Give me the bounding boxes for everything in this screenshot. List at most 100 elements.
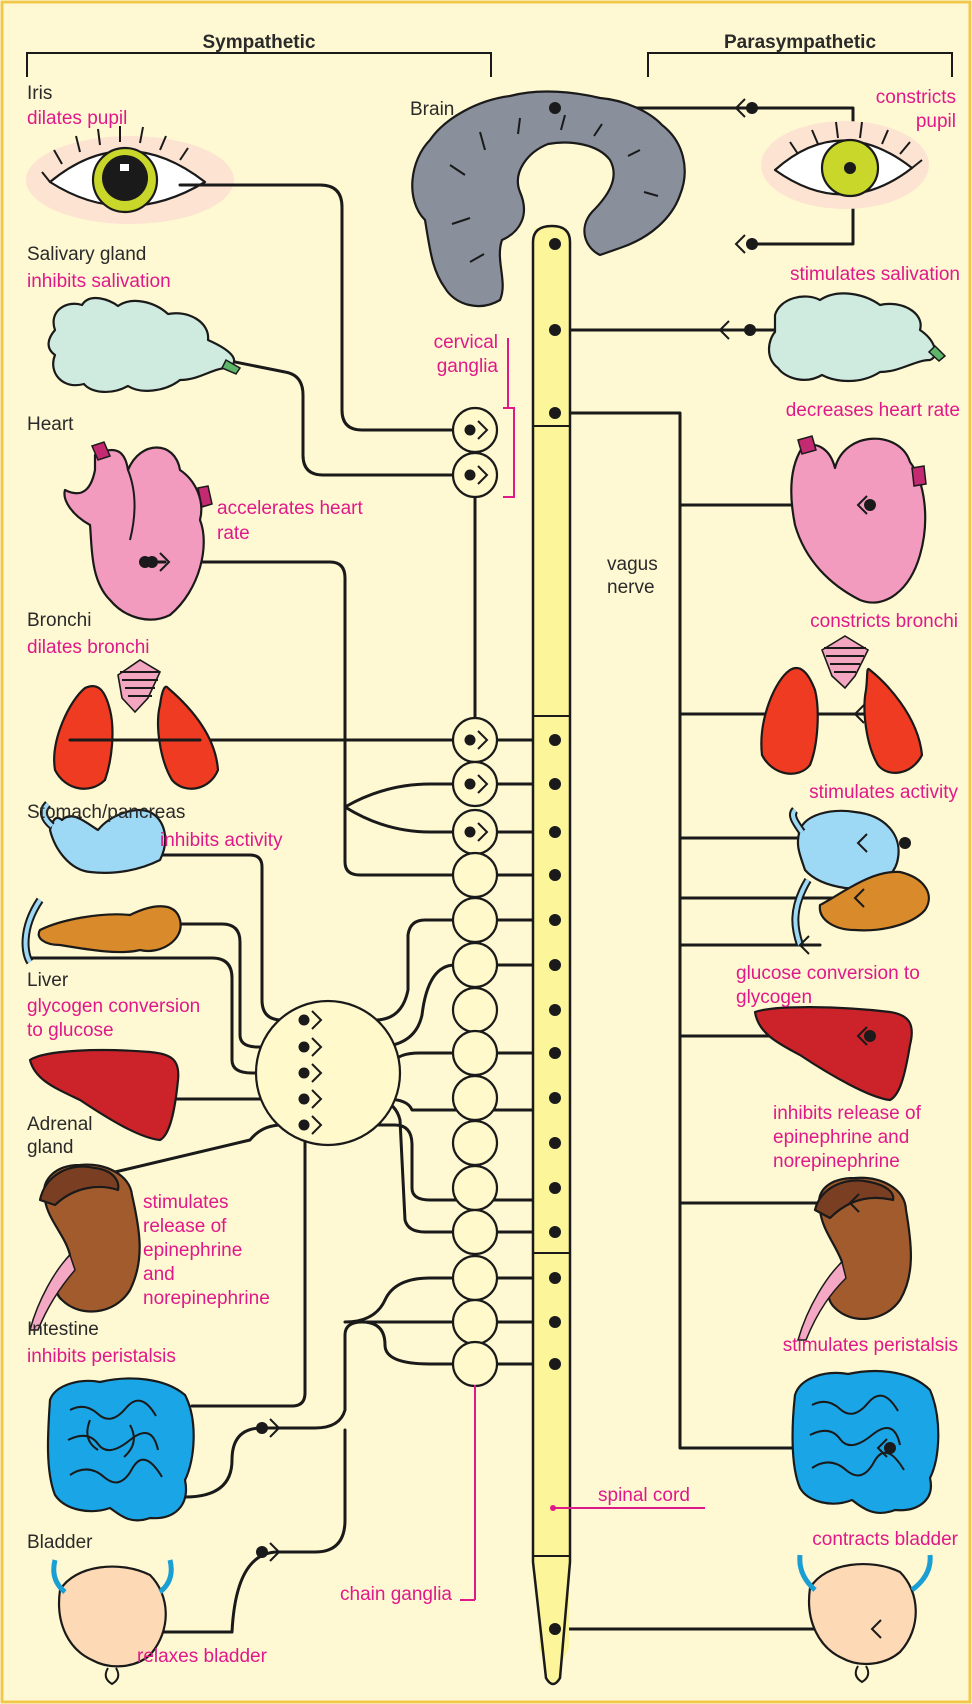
synapse-dot	[549, 826, 561, 838]
synapse-dot	[549, 1623, 561, 1635]
adrenal-effect-label-1: stimulates	[143, 1192, 229, 1213]
salivary-effect-label: inhibits salivation	[27, 271, 171, 292]
synapse-dot	[746, 238, 758, 250]
p-bladder-effect: contracts bladder	[812, 1529, 958, 1550]
iris-organ-label: Iris	[27, 83, 52, 104]
chain-ganglion	[453, 943, 497, 987]
chain-ganglia-label: chain ganglia	[340, 1584, 452, 1605]
chain-ganglion	[453, 1210, 497, 1254]
stomach-effect-label: inhibits activity	[160, 830, 283, 851]
iris-effect-label: dilates pupil	[27, 108, 127, 129]
parasympathetic-title: Parasympathetic	[724, 32, 877, 53]
liver-organ-label: Liver	[27, 970, 69, 991]
synapse-dot	[549, 1358, 561, 1370]
ganglion-synapse-dot	[465, 827, 476, 838]
cervical-ganglia-label-2: ganglia	[437, 356, 499, 377]
heart-effect-label-2: rate	[217, 523, 250, 544]
synapse-dot	[256, 1546, 268, 1558]
chain-ganglion	[453, 988, 497, 1032]
adrenal-organ-label-1: Adrenal	[27, 1114, 93, 1135]
p-intestine-effect: stimulates peristalsis	[783, 1335, 958, 1356]
synapse-dot	[549, 407, 561, 419]
synapse-dot	[549, 778, 561, 790]
synapse-dot	[899, 837, 911, 849]
synapse-dot	[549, 1182, 561, 1194]
synapse-dot	[549, 1272, 561, 1284]
p-adrenal-effect-2: epinephrine and	[773, 1127, 909, 1148]
salivary-organ-label: Salivary gland	[27, 244, 146, 265]
p-adrenal-effect-3: norepinephrine	[773, 1151, 900, 1172]
sympathetic-title: Sympathetic	[203, 32, 316, 53]
adrenal-effect-label-4: and	[143, 1264, 175, 1285]
chain-ganglion	[453, 1256, 497, 1300]
synapse-dot	[256, 1422, 268, 1434]
synapse-dot	[864, 499, 876, 511]
p-adrenal-effect-1: inhibits release of	[773, 1103, 922, 1124]
intestine-illustration	[48, 1378, 194, 1520]
synapse-dot	[549, 1316, 561, 1328]
adrenal-effect-label-3: epinephrine	[143, 1240, 242, 1261]
synapse-dot	[549, 1004, 561, 1016]
synapse-dot	[549, 959, 561, 971]
synapse-dot	[549, 734, 561, 746]
chain-ganglion	[453, 1166, 497, 1210]
synapse-dot	[864, 1030, 876, 1042]
collateral-ganglion	[256, 1001, 400, 1145]
intestine-effect-label: inhibits peristalsis	[27, 1346, 176, 1367]
liver-effect-label-2: to glucose	[27, 1020, 114, 1041]
adrenal-effect-label-5: norepinephrine	[143, 1288, 270, 1309]
heart-organ-label: Heart	[27, 414, 74, 435]
synapse-dot	[549, 914, 561, 926]
synapse-dot	[549, 1047, 561, 1059]
synapse-dot	[146, 556, 158, 568]
vagus-label-2: nerve	[607, 577, 655, 598]
vagus-label-1: vagus	[607, 554, 658, 575]
chain-ganglion	[453, 1121, 497, 1165]
synapse-dot	[549, 869, 561, 881]
p-iris-effect-1: constricts	[876, 87, 956, 108]
p-liver-effect-2: glycogen	[736, 987, 812, 1008]
collateral-synapse-dot	[299, 1068, 310, 1079]
chain-ganglion	[453, 898, 497, 942]
collateral-synapse-dot	[299, 1094, 310, 1105]
cervical-ganglia-label-1: cervical	[434, 332, 498, 353]
collateral-synapse-dot	[299, 1015, 310, 1026]
p-salivary-effect: stimulates salivation	[790, 264, 960, 285]
heart-effect-label-1: accelerates heart	[217, 498, 363, 519]
liver-effect-label-1: glycogen conversion	[27, 996, 200, 1017]
ganglion-synapse-dot	[465, 735, 476, 746]
intestine-illustration-right	[793, 1371, 939, 1513]
p-bronchi-effect: constricts bronchi	[810, 611, 958, 632]
bladder-effect-label: relaxes bladder	[137, 1646, 268, 1667]
adrenal-effect-label-2: release of	[143, 1216, 227, 1237]
synapse-dot	[549, 1226, 561, 1238]
p-stomach-effect: stimulates activity	[809, 782, 958, 803]
synapse-dot	[884, 1442, 896, 1454]
stomach-organ-label: Stomach/pancreas	[27, 802, 185, 823]
synapse-dot	[549, 324, 561, 336]
chain-ganglion	[453, 1300, 497, 1344]
bronchi-organ-label: Bronchi	[27, 610, 91, 631]
brain-label: Brain	[410, 99, 454, 120]
chain-ganglion	[453, 1031, 497, 1075]
p-heart-effect: decreases heart rate	[786, 400, 960, 421]
synapse-dot	[549, 1137, 561, 1149]
adrenal-organ-label-2: gland	[27, 1137, 74, 1158]
collateral-synapse-dot	[299, 1120, 310, 1131]
bladder-organ-label: Bladder	[27, 1532, 93, 1553]
synapse-dot	[549, 1092, 561, 1104]
ganglion-synapse-dot	[465, 779, 476, 790]
spinal-cord	[533, 226, 570, 1684]
ganglion-synapse-dot	[465, 470, 476, 481]
collateral-synapse-dot	[299, 1042, 310, 1053]
p-iris-effect-2: pupil	[916, 111, 956, 132]
synapse-dot	[746, 102, 758, 114]
chain-ganglion	[453, 853, 497, 897]
synapse-dot	[549, 238, 561, 250]
p-liver-effect-1: glucose conversion to	[736, 963, 920, 984]
synapse-dot	[549, 102, 561, 114]
intestine-organ-label: Intestine	[27, 1319, 99, 1340]
ganglion-synapse-dot	[465, 425, 476, 436]
synapse-dot	[744, 324, 756, 336]
